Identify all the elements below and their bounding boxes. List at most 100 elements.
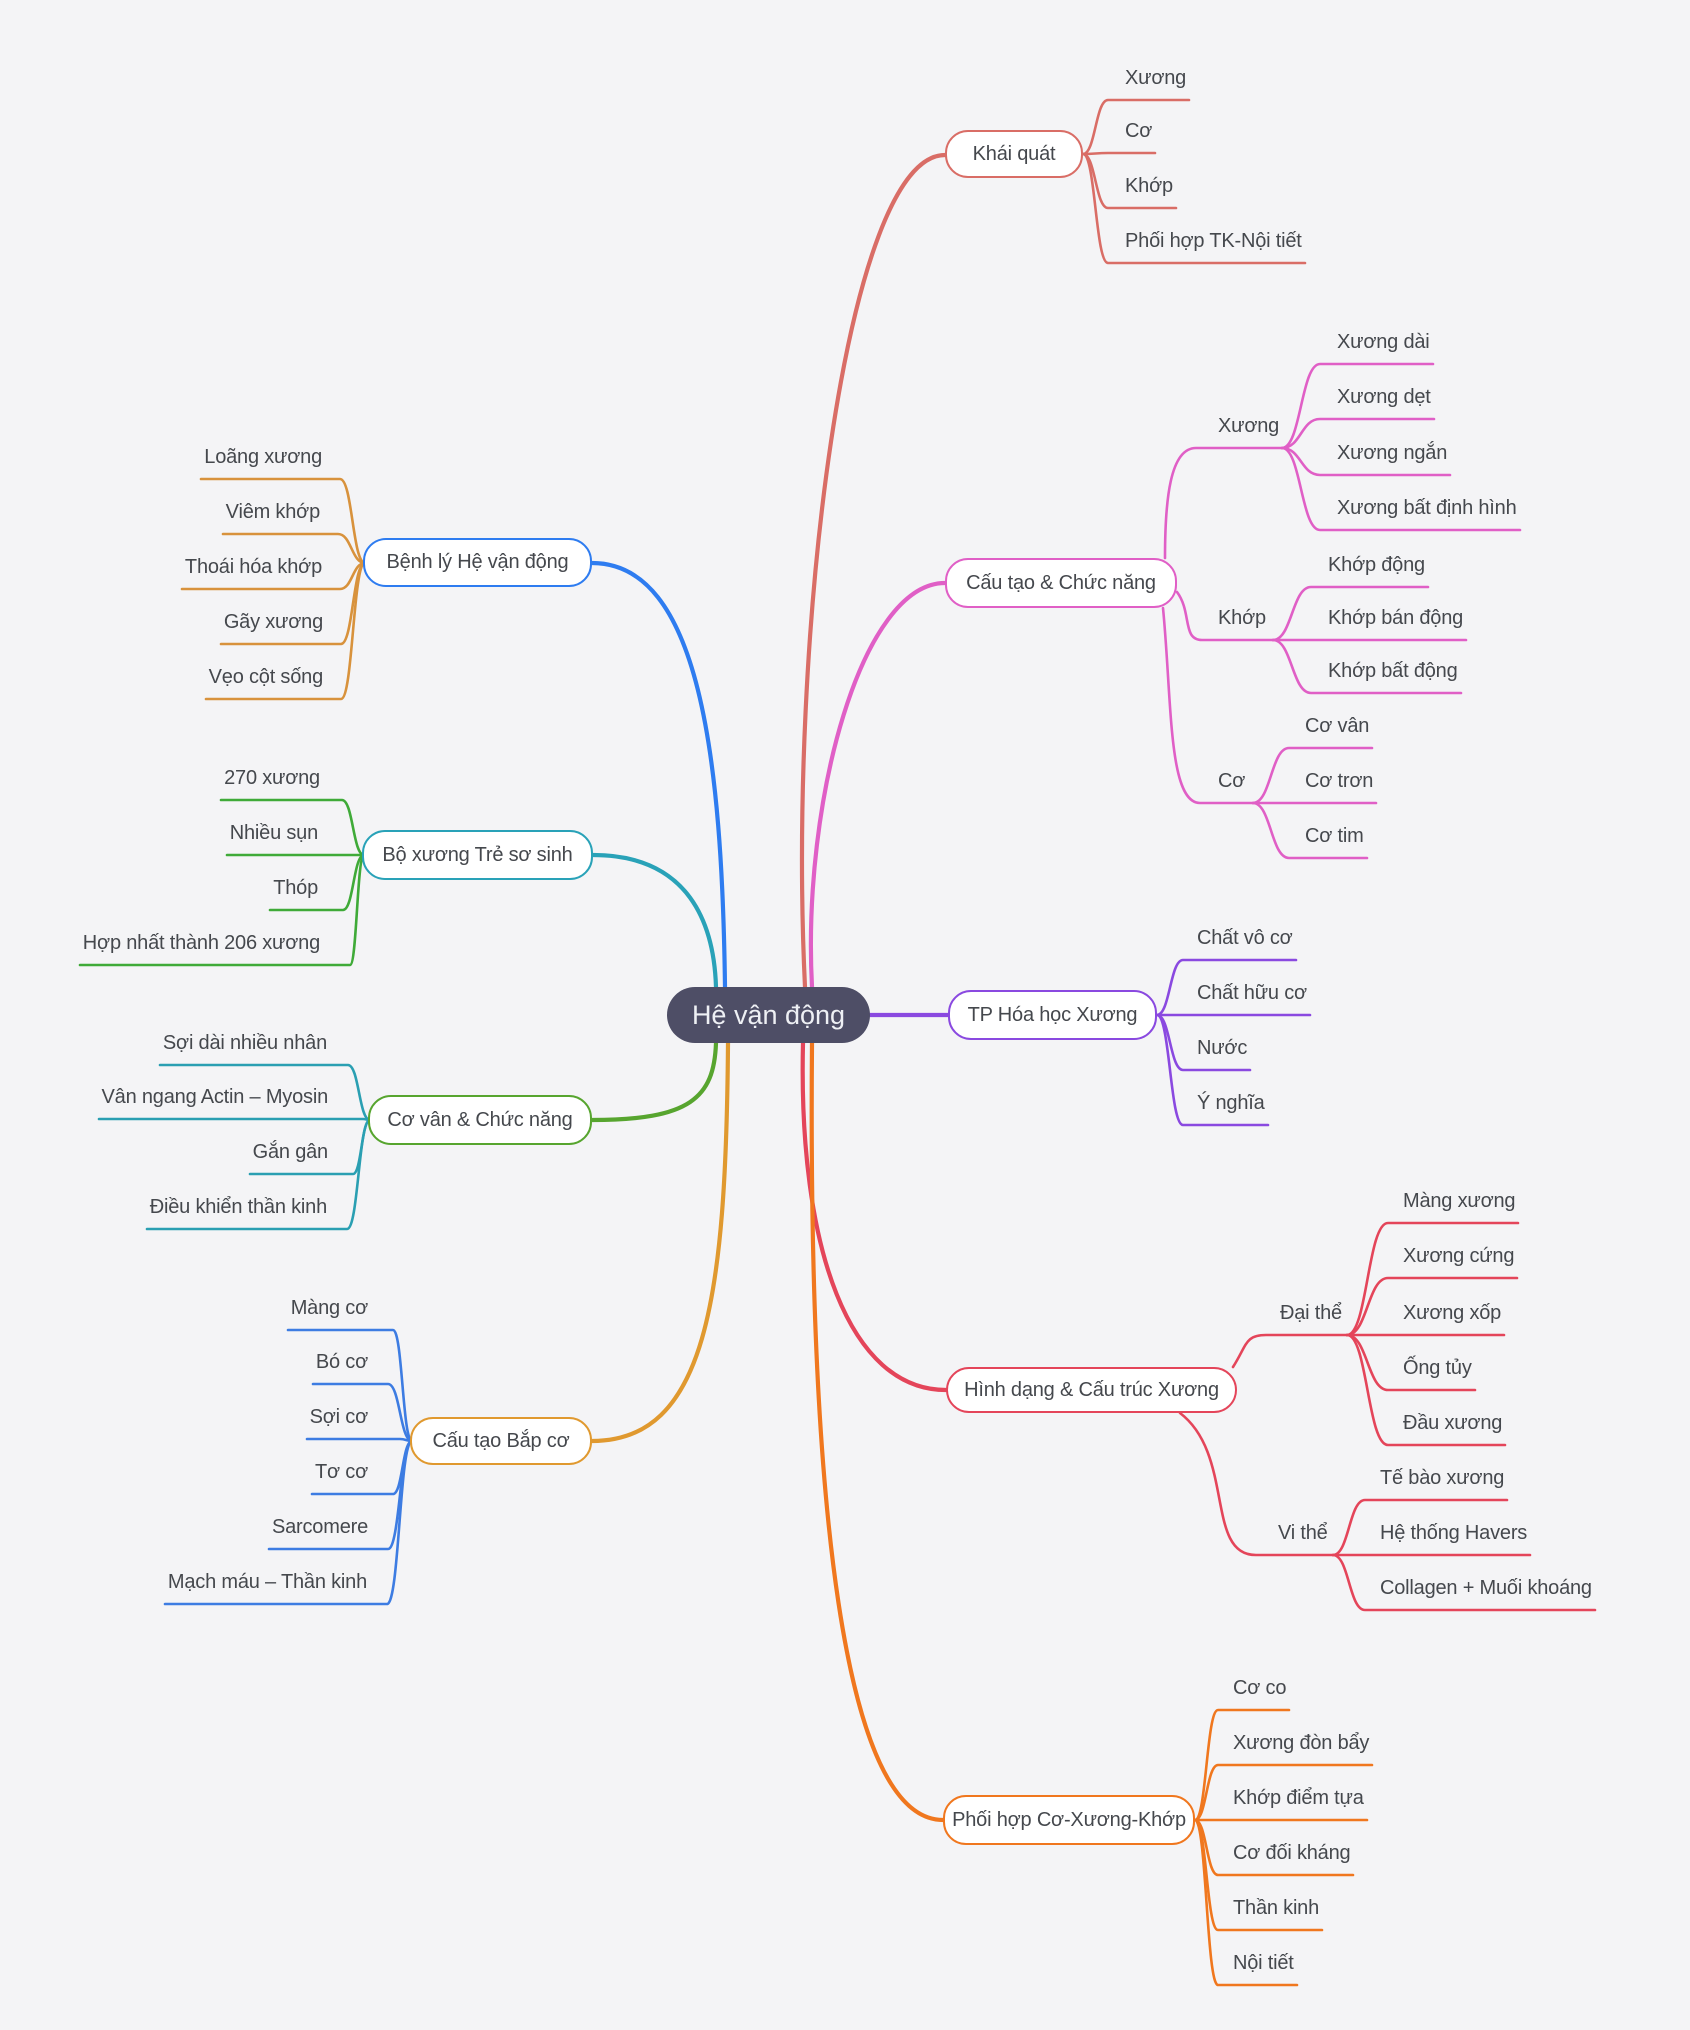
child-topic-0-2[interactable]: Khớp <box>1125 175 1173 197</box>
child-topic-line <box>1081 151 1157 156</box>
child-topic-0-3[interactable]: Phối hợp TK-Nội tiết <box>1125 230 1302 252</box>
child-topic-5-3[interactable]: Gãy xương <box>223 611 323 633</box>
child-topic-line <box>1271 585 1430 642</box>
child-topic-8-1[interactable]: Bó cơ <box>315 1351 368 1373</box>
child-topic-1-0-3[interactable]: Xương bất định hình <box>1337 497 1517 519</box>
child-topic-8-5[interactable]: Mạch máu – Thần kinh <box>167 1571 367 1593</box>
main-topic-5[interactable]: Bệnh lý Hệ vận động <box>363 538 592 587</box>
child-topic-5-0[interactable]: Loãng xương <box>204 446 322 468</box>
child-topic-line <box>1193 1763 1374 1822</box>
child-topic-3-0-4[interactable]: Đầu xương <box>1403 1412 1503 1434</box>
child-topic-6-2[interactable]: Thóp <box>273 877 318 899</box>
child-topic-line <box>199 477 367 565</box>
child-topic-line <box>1251 801 1369 860</box>
child-topic-4-4[interactable]: Thần kinh <box>1233 1897 1320 1919</box>
main-topic-6[interactable]: Bộ xương Trẻ sơ sinh <box>362 830 593 880</box>
child-topic-1-0-1[interactable]: Xương dẹt <box>1337 386 1431 408</box>
subtopic-1-2[interactable]: Cơ <box>1218 770 1246 792</box>
branch-connector-5 <box>589 560 728 990</box>
child-topic-line <box>1345 1276 1519 1337</box>
child-topic-6-3[interactable]: Hợp nhất thành 206 xương <box>82 932 320 954</box>
child-topic-1-1-2[interactable]: Khớp bất động <box>1328 660 1458 682</box>
child-topic-7-2[interactable]: Gắn gân <box>252 1141 329 1163</box>
child-topic-1-2-0[interactable]: Cơ vân <box>1305 715 1370 737</box>
child-topic-2-3[interactable]: Ý nghĩa <box>1197 1092 1265 1114</box>
subtopic-1-1[interactable]: Khớp <box>1218 607 1266 629</box>
child-topic-line <box>1345 1333 1507 1447</box>
child-topic-1-0-0[interactable]: Xương dài <box>1337 331 1430 353</box>
child-topic-line <box>311 1382 414 1443</box>
main-topic-0[interactable]: Khái quát <box>945 130 1083 178</box>
child-topic-8-2[interactable]: Sợi cơ <box>309 1406 369 1428</box>
main-topic-8[interactable]: Cấu tạo Bắp cơ <box>410 1417 592 1465</box>
child-topic-3-1-1[interactable]: Hệ thống Havers <box>1380 1522 1528 1544</box>
main-topic-3[interactable]: Hình dạng & Cấu trúc Xương <box>946 1367 1237 1413</box>
child-topic-line <box>1081 98 1191 156</box>
child-topic-line <box>145 1118 372 1231</box>
child-topic-0-0[interactable]: Xương <box>1125 67 1187 89</box>
subtopic-1-0[interactable]: Xương <box>1218 415 1280 437</box>
branch-connector-1 <box>808 580 948 990</box>
child-topic-4-2[interactable]: Khớp điểm tựa <box>1233 1787 1364 1809</box>
child-topic-4-0[interactable]: Cơ co <box>1233 1677 1287 1699</box>
child-topic-1-1-0[interactable]: Khớp động <box>1328 554 1425 576</box>
child-topic-1-0-2[interactable]: Xương ngắn <box>1337 442 1448 464</box>
child-topic-4-5[interactable]: Nội tiết <box>1233 1952 1294 1974</box>
child-topic-3-0-2[interactable]: Xương xốp <box>1403 1302 1502 1324</box>
child-topic-line <box>1280 446 1452 477</box>
child-topic-2-0[interactable]: Chất vô cơ <box>1197 927 1293 949</box>
child-topic-line <box>163 1439 414 1606</box>
child-topic-line <box>1251 746 1374 805</box>
child-topic-0-1[interactable]: Cơ <box>1125 120 1153 142</box>
child-topic-3-0-1[interactable]: Xương cứng <box>1403 1245 1515 1267</box>
child-topic-6-0[interactable]: 270 xương <box>224 767 320 789</box>
child-topic-8-3[interactable]: Tơ cơ <box>314 1461 368 1483</box>
child-topic-line <box>1155 958 1298 1017</box>
child-topic-1-2-2[interactable]: Cơ tim <box>1305 825 1364 847</box>
child-topic-5-2[interactable]: Thoái hóa khớp <box>184 556 322 578</box>
child-topic-6-1[interactable]: Nhiều sụn <box>229 822 318 844</box>
child-topic-5-4[interactable]: Vẹo cột sống <box>208 666 324 688</box>
subtopic-3-0[interactable]: Đại thể <box>1280 1302 1342 1324</box>
child-topic-line <box>1280 417 1436 450</box>
subtopic-line <box>1163 446 1284 560</box>
child-topic-line <box>268 853 366 912</box>
branch-connector-7 <box>589 1040 719 1123</box>
child-topic-2-2[interactable]: Nước <box>1197 1037 1248 1059</box>
main-topic-2[interactable]: TP Hóa học Xương <box>948 990 1157 1040</box>
child-topic-7-3[interactable]: Điều khiển thần kinh <box>149 1196 327 1218</box>
child-topic-7-1[interactable]: Vân ngang Actin – Myosin <box>101 1086 329 1108</box>
child-topic-3-1-2[interactable]: Collagen + Muối khoáng <box>1380 1577 1592 1599</box>
child-topic-line <box>204 561 367 701</box>
child-topic-line <box>1193 1708 1291 1822</box>
child-topic-3-0-3[interactable]: Ống tủy <box>1403 1357 1472 1379</box>
child-topic-line <box>1193 1818 1299 1987</box>
child-topic-line <box>1271 638 1463 695</box>
main-topic-7[interactable]: Cơ vân & Chức năng <box>368 1095 592 1145</box>
subtopic-3-1[interactable]: Vi thể <box>1278 1522 1328 1544</box>
child-topic-5-1[interactable]: Viêm khớp <box>225 501 321 523</box>
child-topic-4-1[interactable]: Xương đòn bẩy <box>1233 1732 1370 1754</box>
child-topic-line <box>305 1437 414 1443</box>
child-topic-line <box>1081 152 1307 265</box>
branch-connector-4 <box>809 1040 946 1823</box>
child-topic-8-0[interactable]: Màng cơ <box>290 1297 369 1319</box>
main-topic-4[interactable]: Phối hợp Cơ-Xương-Khớp <box>943 1795 1195 1845</box>
central-topic[interactable]: Hệ vận động <box>667 987 870 1043</box>
child-topic-1-1-1[interactable]: Khớp bán động <box>1328 607 1464 629</box>
child-topic-2-1[interactable]: Chất hữu cơ <box>1197 982 1307 1004</box>
child-topic-line <box>219 798 366 857</box>
child-topic-line <box>78 853 366 967</box>
branch-connector-3 <box>800 1040 949 1393</box>
child-topic-1-2-1[interactable]: Cơ trơn <box>1305 770 1374 792</box>
child-topic-3-1-0[interactable]: Tế bào xương <box>1380 1467 1505 1489</box>
main-topic-1[interactable]: Cấu tạo & Chức năng <box>945 558 1177 608</box>
child-topic-4-3[interactable]: Cơ đối kháng <box>1233 1842 1351 1864</box>
subtopic-line <box>1178 1411 1335 1557</box>
child-topic-7-0[interactable]: Sợi dài nhiều nhân <box>162 1032 327 1054</box>
child-topic-3-0-0[interactable]: Màng xương <box>1403 1190 1516 1212</box>
child-topic-line <box>158 1063 372 1122</box>
child-topic-line <box>1331 1553 1597 1612</box>
child-topic-8-4[interactable]: Sarcomere <box>271 1516 368 1538</box>
